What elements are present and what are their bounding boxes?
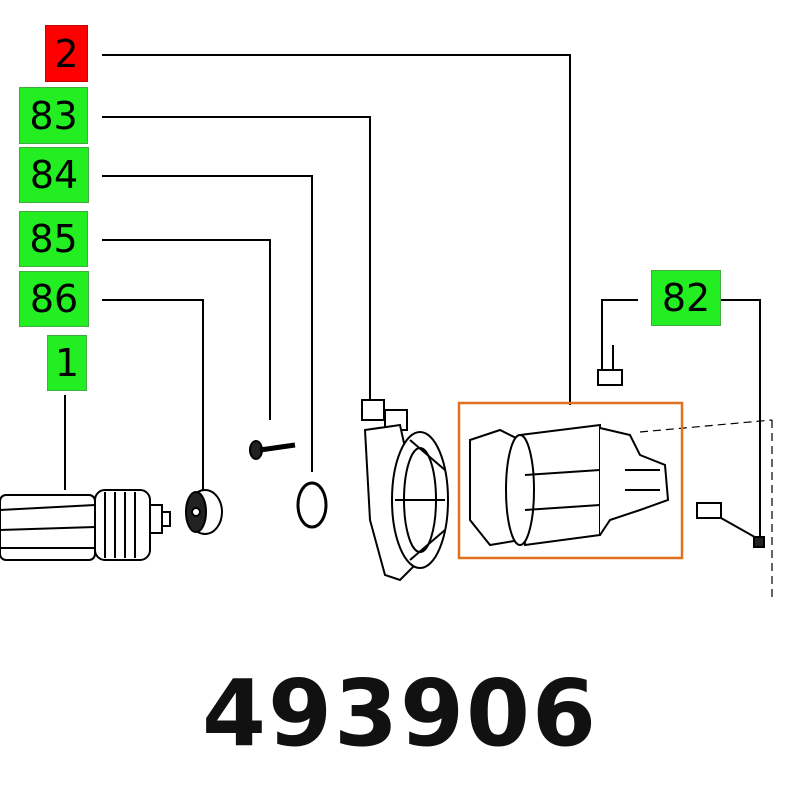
leader-83 <box>102 116 371 400</box>
label-item-85[interactable]: 85 <box>19 211 88 267</box>
highlight-box <box>457 401 684 560</box>
leader-82-left <box>601 299 638 370</box>
leader-85 <box>102 239 271 420</box>
label-item-1[interactable]: 1 <box>47 335 87 391</box>
leader-82-right <box>720 299 761 540</box>
label-item-84[interactable]: 84 <box>19 147 89 203</box>
screw-part <box>249 440 296 460</box>
leader-86 <box>102 299 204 490</box>
dash-dot-lines <box>639 419 773 600</box>
bearing-part <box>185 489 223 535</box>
armature-part <box>0 489 171 561</box>
o-ring-part <box>296 481 328 529</box>
label-item-82[interactable]: 82 <box>651 270 721 326</box>
label-item-83[interactable]: 83 <box>19 87 88 144</box>
label-item-86[interactable]: 86 <box>19 271 89 327</box>
part-number: 493906 <box>201 660 599 767</box>
leader-lines <box>64 54 761 540</box>
leader-84 <box>102 175 313 472</box>
fan-baffle-part <box>361 399 449 582</box>
stator-part <box>469 423 670 547</box>
label-item-2[interactable]: 2 <box>45 25 88 82</box>
carbon-brush-part <box>597 345 765 548</box>
leader-2 <box>102 54 571 405</box>
